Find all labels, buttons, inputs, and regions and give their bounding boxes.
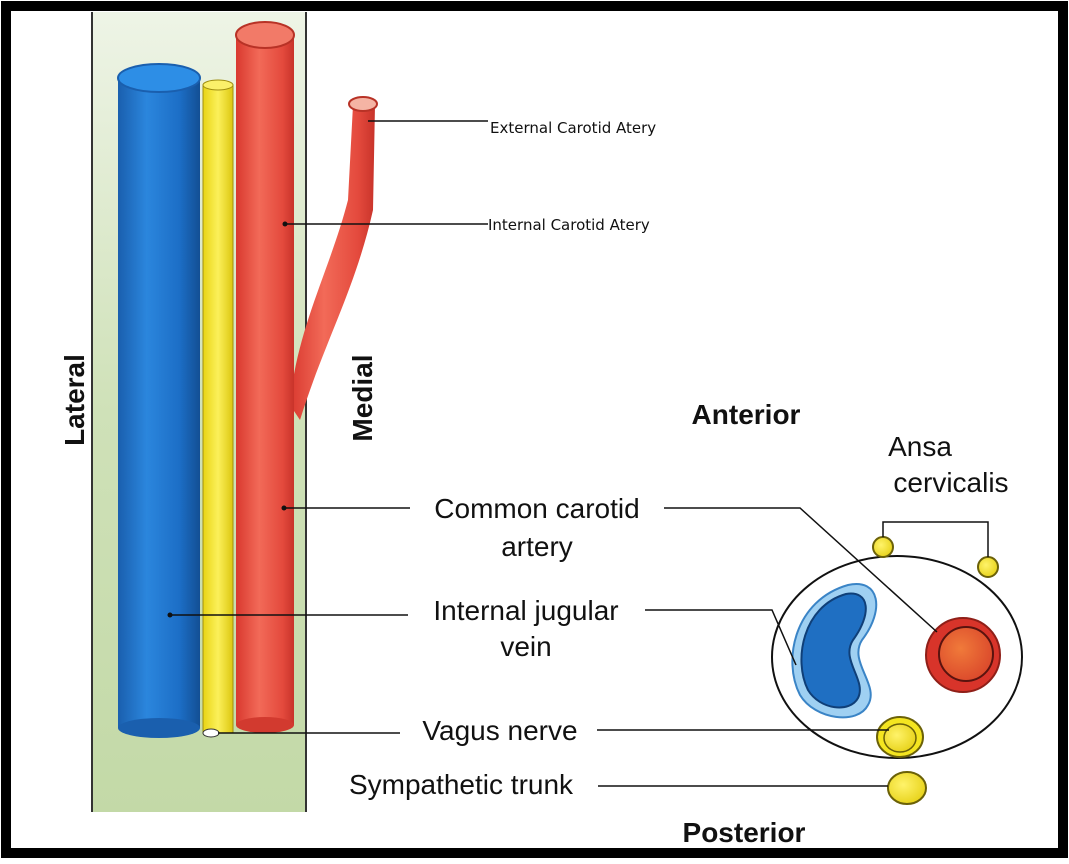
ansa-label-line1: Ansa <box>888 431 952 462</box>
common-carotid-artery-trunk <box>236 35 294 725</box>
internal-carotid-opening <box>236 22 294 48</box>
ansa-cervicalis-dot-left <box>873 537 893 557</box>
ansa-label-line2: cervicalis <box>893 467 1008 498</box>
vagus-label: Vagus nerve <box>422 715 577 746</box>
sympathetic-trunk-cross-section <box>888 772 926 804</box>
medial-label: Medial <box>347 354 378 441</box>
anterior-label: Anterior <box>692 399 801 430</box>
vagus-cross-section-inner <box>884 724 916 752</box>
ansa-cervicalis-dot-right <box>978 557 998 577</box>
posterior-label: Posterior <box>683 817 806 848</box>
lateral-label: Lateral <box>59 354 90 446</box>
ijv-label-line2: vein <box>500 631 551 662</box>
vagus-nerve <box>203 80 233 737</box>
external-carotid-label: External Carotid Atery <box>490 119 656 137</box>
common-carotid-label-line2: artery <box>501 531 573 562</box>
ijv-label-line1: Internal jugular <box>433 595 618 626</box>
external-carotid-opening <box>349 97 377 111</box>
internal-jugular-vein <box>118 64 200 738</box>
internal-carotid-label: Internal Carotid Atery <box>488 216 650 234</box>
common-carotid-label-line1: Common carotid <box>434 493 639 524</box>
sympathetic-label: Sympathetic trunk <box>349 769 574 800</box>
cca-cross-section-lumen <box>939 627 993 681</box>
